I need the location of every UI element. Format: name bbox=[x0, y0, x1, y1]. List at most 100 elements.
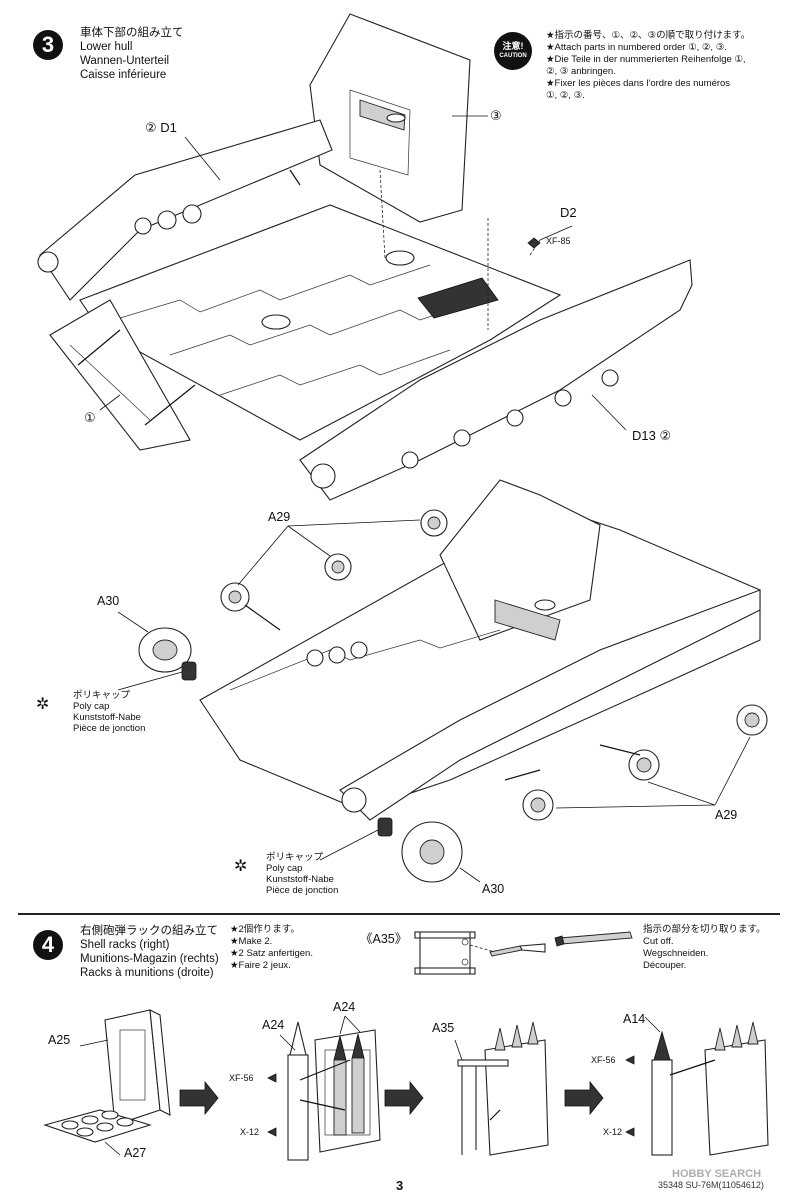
polycap-note-bottom: ポリキャップ Poly cap Kunststoff-Nabe Pièce de… bbox=[266, 852, 338, 896]
step-3-title-de: Wannen-Unterteil bbox=[80, 55, 170, 67]
label-order-1: ① bbox=[84, 410, 96, 425]
label-a24-double: A24 bbox=[333, 1000, 356, 1014]
cutoff-fr: Découper. bbox=[643, 960, 687, 971]
road-wheel-a29 bbox=[628, 749, 660, 781]
step-arrow bbox=[179, 1080, 219, 1116]
label-d1: ② D1 bbox=[145, 120, 177, 135]
order-note-line: ★Die Teile in der nummerierten Reihenfol… bbox=[546, 54, 746, 65]
step-arrow bbox=[564, 1080, 604, 1116]
step-4-badge: 4 bbox=[33, 930, 63, 960]
drive-sprocket-a30 bbox=[401, 821, 463, 883]
road-wheel-a29 bbox=[736, 704, 768, 736]
polycap-de: Kunststoff-Nabe bbox=[266, 874, 334, 885]
step-4-title-en: Shell racks (right) bbox=[80, 939, 170, 951]
step-4-title: 右側砲弾ラックの組み立て Shell racks (right) Munitio… bbox=[80, 924, 219, 980]
watermark: HOBBY SEARCH bbox=[672, 1168, 762, 1180]
polycap-icon: ✲ bbox=[234, 858, 248, 875]
x12-marker bbox=[267, 1127, 277, 1137]
xf56-marker bbox=[625, 1055, 635, 1065]
step-3-title-en: Lower hull bbox=[80, 41, 133, 53]
x12-marker bbox=[625, 1127, 635, 1137]
step-4-title-jp: 右側砲弾ラックの組み立て bbox=[80, 925, 218, 937]
cutoff-jp: 指示の部分を切り取ります。 bbox=[643, 924, 766, 935]
label-xf56-a: XF-56 bbox=[229, 1073, 254, 1083]
polycap-fr: Pièce de jonction bbox=[73, 723, 146, 734]
make-two-en: ★Make 2. bbox=[230, 936, 273, 947]
cutoff-de: Wegschneiden. bbox=[643, 948, 709, 959]
grille-area bbox=[417, 277, 499, 319]
road-wheel-a29 bbox=[324, 553, 352, 581]
polycap-icon: ✲ bbox=[36, 696, 50, 713]
order-note-line: ★指示の番号、①、②、③の順で取り付けます。 bbox=[546, 30, 751, 41]
label-a30-left: A30 bbox=[97, 594, 120, 608]
caution-badge: 注意! CAUTION bbox=[494, 32, 532, 70]
knife-icon bbox=[489, 943, 546, 957]
step-3-badge: 3 bbox=[33, 30, 63, 60]
rack-with-a35-rods bbox=[457, 1021, 549, 1156]
step-4-title-de: Munitions-Magazin (rechts) bbox=[80, 953, 219, 965]
label-a35-reference: 《A35》 bbox=[360, 932, 408, 946]
road-wheel-a29 bbox=[522, 789, 554, 821]
label-d2: D2 bbox=[560, 205, 577, 220]
wheel-assembly-drawing bbox=[117, 479, 768, 883]
step-divider bbox=[18, 913, 780, 915]
step-4-title-fr: Racks à munitions (droite) bbox=[80, 967, 214, 979]
label-a27: A27 bbox=[124, 1146, 147, 1160]
rack-a25 bbox=[104, 1009, 171, 1126]
label-a29-right: A29 bbox=[715, 808, 738, 822]
caution-jp: 注意! bbox=[502, 41, 524, 51]
polycap-jp: ポリキャップ bbox=[73, 690, 131, 701]
lower-hull-exploded-drawing bbox=[37, 13, 693, 501]
polycap-jp: ポリキャップ bbox=[266, 852, 324, 863]
step-3-title-jp: 車体下部の組み立て bbox=[80, 27, 184, 39]
rack-with-a14-shell bbox=[651, 1021, 769, 1156]
polycap-en: Poly cap bbox=[266, 863, 303, 874]
cutoff-note: 指示の部分を切り取ります。 Cut off. Wegschneiden. Déc… bbox=[643, 924, 766, 972]
a35-sprue-detail bbox=[414, 931, 496, 975]
order-note: ★指示の番号、①、②、③の順で取り付けます。 ★Attach parts in … bbox=[546, 30, 750, 102]
xf56-marker bbox=[267, 1073, 277, 1083]
polycap-en: Poly cap bbox=[73, 701, 110, 712]
road-wheel-a29 bbox=[420, 509, 448, 537]
label-order-3: ③ bbox=[490, 108, 502, 123]
poly-cap-part bbox=[181, 661, 197, 681]
step-arrow bbox=[384, 1080, 424, 1116]
rack-with-a24-shells bbox=[287, 1021, 381, 1161]
label-a24-single: A24 bbox=[262, 1018, 285, 1032]
right-side-lower bbox=[339, 589, 761, 821]
polycap-note-left: ポリキャップ Poly cap Kunststoff-Nabe Pièce de… bbox=[73, 690, 145, 734]
page-number: 3 bbox=[396, 1178, 404, 1193]
caution-en: CAUTION bbox=[499, 53, 527, 59]
polycap-fr: Pièce de jonction bbox=[266, 885, 339, 896]
make-two-de: ★2 Satz anfertigen. bbox=[230, 948, 313, 959]
label-a25: A25 bbox=[48, 1033, 71, 1047]
order-note-line: ②, ③ anbringen. bbox=[546, 66, 616, 77]
order-note-line: ★Attach parts in numbered order ①, ②, ③. bbox=[546, 42, 727, 53]
xf85-color-marker bbox=[527, 237, 541, 249]
label-xf56-b: XF-56 bbox=[591, 1055, 616, 1065]
make-two-note: ★2個作ります。 ★Make 2. ★2 Satz anfertigen. ★F… bbox=[230, 924, 313, 972]
base-a27 bbox=[43, 1109, 152, 1143]
road-wheel-a29 bbox=[220, 582, 250, 612]
step-3-title: 車体下部の組み立て Lower hull Wannen-Unterteil Ca… bbox=[80, 26, 184, 82]
label-xf85: XF-85 bbox=[546, 236, 571, 246]
poly-cap-part bbox=[377, 817, 393, 837]
order-note-line: ①, ②, ③. bbox=[546, 90, 585, 101]
label-a14: A14 bbox=[623, 1012, 646, 1026]
idler-wheel-a30 bbox=[138, 627, 192, 673]
shell-rack-drawing bbox=[43, 931, 769, 1161]
label-a30-bottom: A30 bbox=[482, 882, 505, 896]
cutter-knife-icon bbox=[554, 931, 633, 947]
label-x12-b: X-12 bbox=[603, 1127, 623, 1137]
label-d13: D13 ② bbox=[632, 428, 672, 443]
label-a29-top: A29 bbox=[268, 510, 291, 524]
step-3-title-fr: Caisse inférieure bbox=[80, 69, 167, 81]
front-plate-part-1 bbox=[49, 299, 191, 451]
product-code: 35348 SU-76M(11054612) bbox=[658, 1180, 764, 1190]
label-x12-a: X-12 bbox=[240, 1127, 260, 1137]
make-two-jp: ★2個作ります。 bbox=[230, 924, 300, 935]
label-a35: A35 bbox=[432, 1021, 455, 1035]
right-side-plate-d13 bbox=[299, 259, 693, 501]
rear-plate-lower bbox=[439, 479, 601, 641]
order-note-line: ★Fixer les pièces dans l'ordre des numér… bbox=[546, 78, 731, 89]
